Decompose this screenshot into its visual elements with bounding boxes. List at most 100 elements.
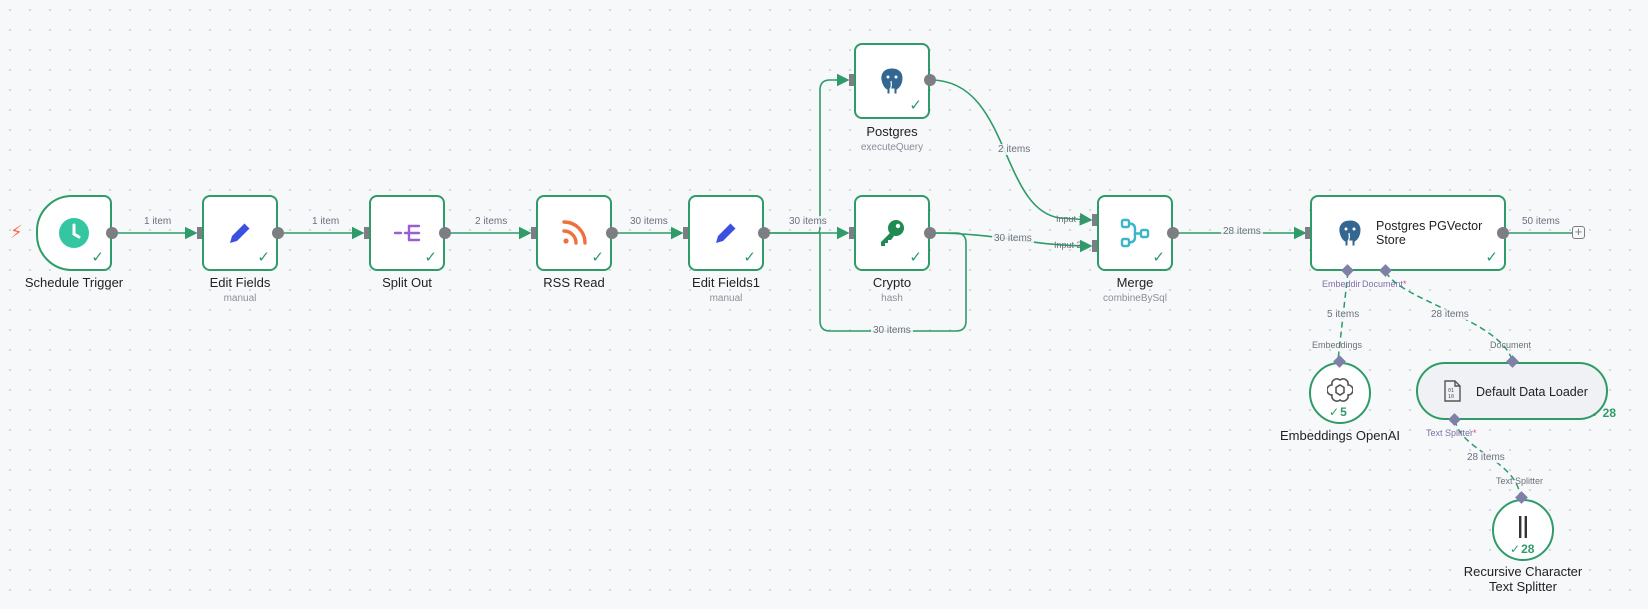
- node-label: Embeddings OpenAI: [1280, 428, 1400, 443]
- output-handle[interactable]: [606, 227, 618, 239]
- edge-label: 28 items: [1465, 452, 1507, 463]
- node-subtitle: manual: [709, 293, 743, 304]
- success-check-icon: ✓: [1152, 249, 1165, 266]
- output-handle[interactable]: [439, 227, 451, 239]
- edge-label: 30 items: [871, 325, 913, 336]
- node-recursive-character-text-splitter[interactable]: ✓28: [1492, 499, 1554, 561]
- success-check-icon: ✓: [91, 249, 104, 266]
- edge-label: 30 items: [628, 216, 670, 227]
- output-handle[interactable]: [924, 227, 936, 239]
- pencil-icon: [708, 215, 744, 251]
- edge-label: 2 items: [996, 144, 1033, 155]
- clock-icon: [56, 215, 92, 251]
- node-title: Postgres PGVector Store: [1376, 219, 1483, 247]
- output-handle[interactable]: [758, 227, 770, 239]
- split-out-icon: [389, 215, 425, 251]
- postgres-elephant-icon: [874, 63, 910, 99]
- node-postgres[interactable]: ✓: [854, 43, 930, 119]
- input-handle[interactable]: [1305, 227, 1310, 239]
- input-handle-2[interactable]: [1092, 240, 1097, 252]
- edge-label: 2 items: [473, 216, 510, 227]
- data-loader-port-label: Document: [1490, 340, 1532, 350]
- svg-text:01: 01: [1448, 388, 1454, 394]
- node-merge[interactable]: ✓: [1097, 195, 1173, 271]
- node-subtitle: executeQuery: [860, 142, 924, 153]
- node-split-out[interactable]: ✓: [369, 195, 445, 271]
- output-handle[interactable]: [1497, 227, 1509, 239]
- node-edit-fields1[interactable]: ✓: [688, 195, 764, 271]
- output-handle[interactable]: [924, 74, 936, 86]
- node-embeddings-openai[interactable]: ✓5: [1309, 362, 1371, 424]
- openai-icon: [1326, 376, 1354, 404]
- node-postgres-pgvector-store[interactable]: Postgres PGVector Store ✓: [1310, 195, 1506, 271]
- input-handle[interactable]: [364, 227, 369, 239]
- node-crypto[interactable]: ✓: [854, 195, 930, 271]
- svg-text:10: 10: [1448, 394, 1454, 400]
- success-check-icon: ✓: [909, 249, 922, 266]
- node-schedule-trigger[interactable]: ✓: [36, 195, 112, 271]
- edge-label: 30 items: [787, 216, 829, 227]
- input-handle[interactable]: [531, 227, 536, 239]
- input-handle-1[interactable]: [1092, 214, 1097, 226]
- add-node-button[interactable]: +: [1572, 225, 1585, 239]
- postgres-elephant-icon: [1332, 215, 1368, 251]
- edge-splitter-loader: [1454, 419, 1521, 496]
- merge-icon: [1117, 215, 1153, 251]
- input-handle[interactable]: [849, 74, 854, 86]
- success-check-icon: ✓: [424, 249, 437, 266]
- embeddings-port-label: Embeddings: [1312, 340, 1363, 350]
- data-loader-splitter-port-label: Text Splitter*: [1426, 428, 1477, 438]
- text-splitter-port-label: Text Splitter: [1496, 476, 1544, 486]
- edge-label: 28 items: [1429, 309, 1471, 320]
- pgvector-document-port-label: Document*: [1362, 279, 1407, 289]
- input-handle[interactable]: [849, 227, 854, 239]
- edge-crypto-loop: [819, 232, 967, 332]
- output-handle[interactable]: [1167, 227, 1179, 239]
- success-check-icon: ✓: [1485, 249, 1498, 266]
- edge-label: 30 items: [992, 233, 1034, 244]
- node-subtitle: combineBySql: [1103, 293, 1167, 304]
- edge-label: 1 item: [310, 216, 342, 227]
- key-icon: [874, 215, 910, 251]
- pgvector-embedding-port-label: Embeddir: [1322, 279, 1361, 289]
- input-handle[interactable]: [197, 227, 202, 239]
- success-check-icon: ✓: [909, 97, 922, 114]
- run-count: ✓28: [1510, 542, 1535, 556]
- success-check-icon: ✓: [743, 249, 756, 266]
- node-rss-read[interactable]: ✓: [536, 195, 612, 271]
- edge-editfields1-postgres: [765, 73, 850, 234]
- edge-label: 1 item: [142, 216, 174, 227]
- edge-label: 50 items: [1520, 216, 1562, 227]
- rss-icon: [556, 215, 592, 251]
- merge-input-2-label: Input 2: [1054, 240, 1082, 250]
- input-handle[interactable]: [683, 227, 688, 239]
- run-count: ✓5: [1329, 405, 1347, 419]
- node-label: Crypto: [872, 275, 912, 290]
- text-splitter-icon: [1511, 513, 1535, 541]
- success-check-icon: ✓: [591, 249, 604, 266]
- output-handle[interactable]: [106, 227, 118, 239]
- node-title: Default Data Loader: [1476, 385, 1588, 399]
- node-label: Schedule Trigger: [24, 275, 124, 290]
- run-count: ✓28: [1591, 406, 1616, 420]
- merge-input-1-label: Input 1: [1056, 214, 1084, 224]
- pencil-icon: [222, 215, 258, 251]
- node-edit-fields[interactable]: ✓: [202, 195, 278, 271]
- node-subtitle: hash: [881, 293, 903, 304]
- node-label: Postgres: [866, 124, 918, 139]
- node-label-line1: Recursive Character: [1463, 564, 1583, 579]
- success-check-icon: ✓: [257, 249, 270, 266]
- node-label: Edit Fields1: [692, 275, 760, 290]
- output-handle[interactable]: [272, 227, 284, 239]
- node-label: Split Out: [382, 275, 432, 290]
- trigger-bolt-icon: ⚡: [10, 222, 23, 242]
- node-label-line2: Text Splitter: [1489, 579, 1557, 594]
- node-label: Merge: [1116, 275, 1154, 290]
- node-subtitle: manual: [223, 293, 257, 304]
- edge-label: 5 items: [1325, 309, 1362, 320]
- edge-label: 28 items: [1221, 226, 1263, 237]
- node-label: RSS Read: [543, 275, 605, 290]
